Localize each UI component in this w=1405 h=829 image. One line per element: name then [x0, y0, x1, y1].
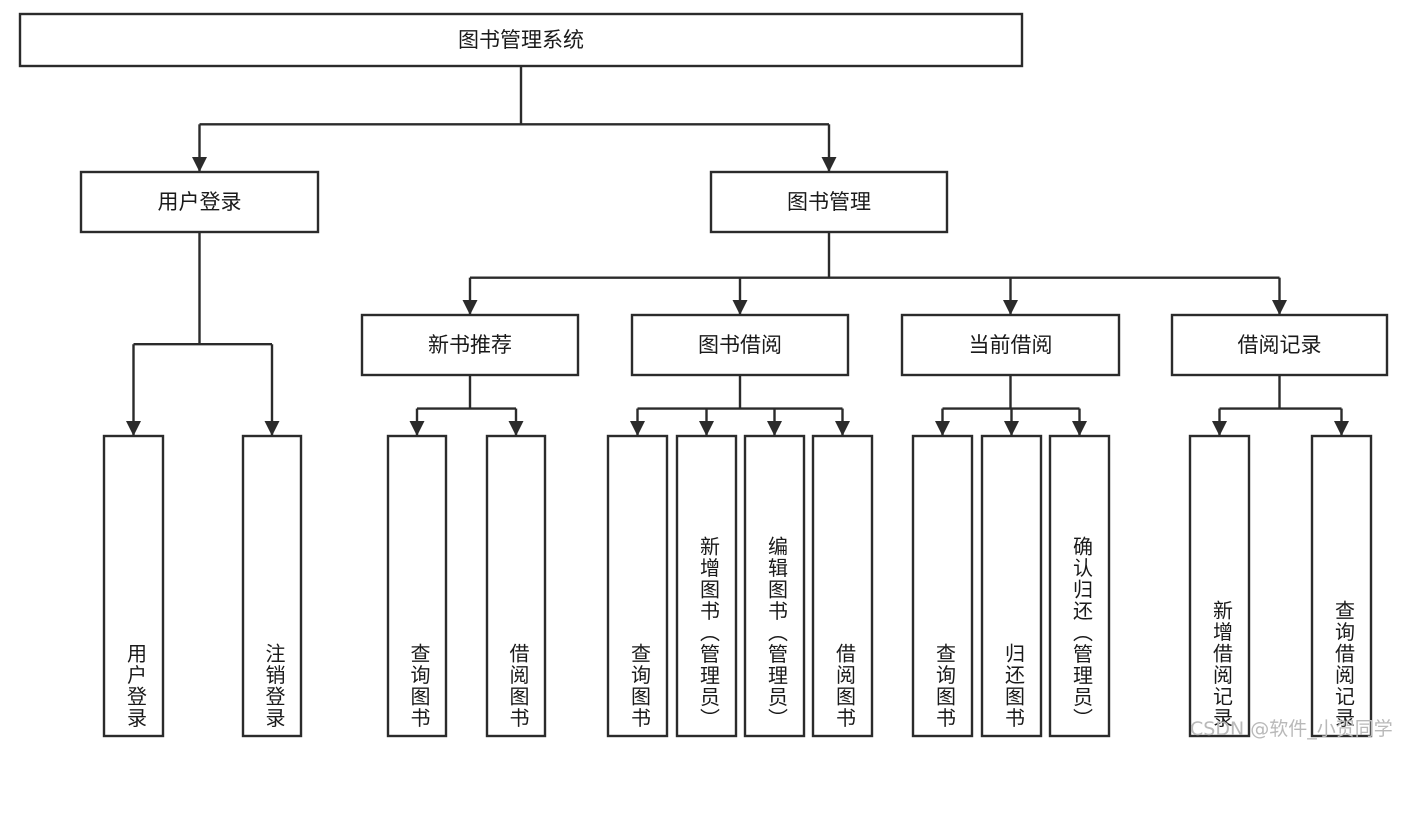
node-box-leaf-edit-book[interactable]	[743, 434, 806, 738]
arrow-head-icon	[630, 421, 645, 436]
node-label-book-manage: 图书管理	[787, 190, 871, 214]
node-label-book-borrow: 图书借阅	[698, 333, 782, 357]
node-box-leaf-confirm-return[interactable]	[1048, 434, 1111, 738]
node-box-leaf-logout[interactable]	[241, 434, 303, 738]
watermark-text: CSDN @软件_小贺同学	[1190, 718, 1393, 740]
node-box-user-login[interactable]	[79, 170, 320, 234]
arrow-head-icon	[409, 421, 425, 436]
arrow-head-icon	[508, 421, 524, 436]
edges-layer	[126, 66, 1349, 436]
node-box-leaf-add-record[interactable]	[1188, 434, 1251, 738]
node-box-book-borrow[interactable]	[630, 313, 850, 377]
arrow-head-icon	[1212, 421, 1227, 436]
node-box-book-manage[interactable]	[709, 170, 949, 234]
node-box-leaf-return-book[interactable]	[980, 434, 1043, 738]
node-box-leaf-query-book-1[interactable]	[386, 434, 448, 738]
node-label-current-borrow: 当前借阅	[969, 333, 1053, 357]
node-box-root[interactable]	[18, 12, 1024, 68]
node-label-new-book-rec: 新书推荐	[428, 333, 512, 357]
node-box-new-book-rec[interactable]	[360, 313, 580, 377]
node-box-current-borrow[interactable]	[900, 313, 1121, 377]
node-box-leaf-user-login[interactable]	[102, 434, 165, 738]
node-box-leaf-borrow-book-1[interactable]	[485, 434, 547, 738]
arrow-head-icon	[699, 421, 714, 436]
arrow-head-icon	[462, 300, 478, 315]
node-box-leaf-query-record[interactable]	[1310, 434, 1373, 738]
arrow-head-icon	[264, 421, 280, 436]
arrow-head-icon	[821, 157, 837, 172]
arrow-head-icon	[1072, 421, 1087, 436]
arrow-head-icon	[192, 157, 207, 172]
node-label-user-login: 用户登录	[158, 190, 242, 214]
arrow-head-icon	[1272, 300, 1287, 315]
node-box-leaf-query-book-2[interactable]	[606, 434, 669, 738]
arrow-head-icon	[732, 300, 748, 315]
arrow-head-icon	[1004, 421, 1019, 436]
arrow-head-icon	[835, 421, 850, 436]
node-box-leaf-add-book[interactable]	[675, 434, 738, 738]
arrow-head-icon	[1003, 300, 1018, 315]
node-box-leaf-borrow-book-2[interactable]	[811, 434, 874, 738]
boxes-layer	[18, 12, 1389, 738]
node-box-borrow-record[interactable]	[1170, 313, 1389, 377]
node-label-borrow-record: 借阅记录	[1238, 333, 1322, 357]
arrow-head-icon	[935, 421, 950, 436]
arrow-head-icon	[1334, 421, 1349, 436]
node-label-root: 图书管理系统	[458, 28, 584, 52]
arrow-head-icon	[767, 421, 782, 436]
arrow-head-icon	[126, 421, 141, 436]
node-box-leaf-query-book-3[interactable]	[911, 434, 974, 738]
diagram-canvas-root: 图书管理系统用户登录图书管理新书推荐图书借阅当前借阅借阅记录 用户登录注销登录查…	[18, 12, 1393, 740]
